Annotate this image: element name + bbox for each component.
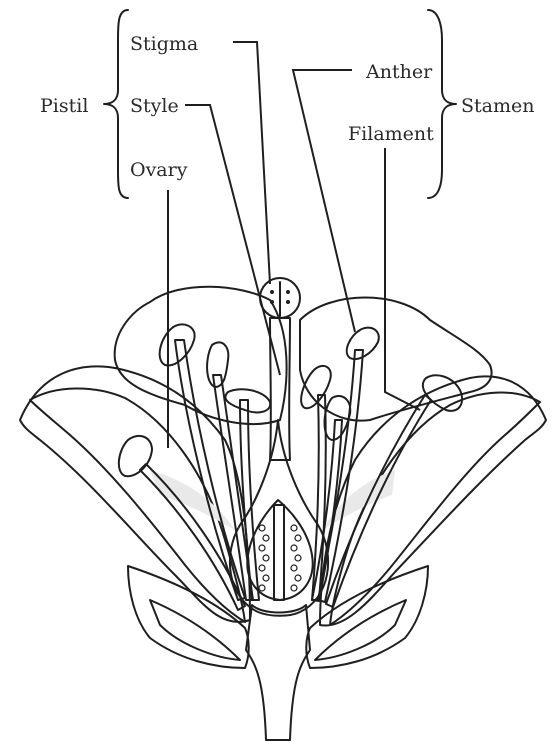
ovule — [291, 565, 297, 571]
ovary-label: Ovary — [130, 159, 188, 181]
ovule — [291, 585, 297, 591]
pistil — [230, 278, 328, 616]
anther-leader — [293, 70, 355, 332]
receptacle — [246, 605, 310, 740]
stamen-label: Stamen — [461, 95, 534, 117]
stigma-dot — [286, 300, 290, 304]
anther-2 — [207, 342, 228, 387]
base — [128, 566, 428, 740]
ovule — [295, 575, 301, 581]
back-petal-left — [115, 287, 287, 424]
stamen-brace — [428, 10, 456, 198]
ovule — [291, 545, 297, 551]
style-label: Style — [130, 95, 179, 117]
ovule — [263, 575, 269, 581]
ovule — [295, 555, 301, 561]
petal-right-inner — [330, 393, 540, 625]
ovule — [259, 525, 265, 531]
anther-label: Anther — [365, 61, 433, 83]
pistil-label: Pistil — [40, 95, 88, 117]
ovule — [263, 535, 269, 541]
pistil-brace — [104, 10, 128, 198]
filament-leader — [385, 148, 420, 410]
ovary-septum — [274, 505, 284, 600]
anther-4 — [119, 436, 152, 476]
style-leader — [185, 105, 280, 375]
ovules — [259, 525, 301, 591]
ovule — [291, 525, 297, 531]
stigma-label: Stigma — [130, 33, 198, 55]
stigma-dot — [286, 290, 290, 294]
stigma-leader — [233, 42, 270, 284]
ovule — [259, 545, 265, 551]
ovule — [259, 565, 265, 571]
stigma-dot — [270, 300, 274, 304]
filament-label: Filament — [348, 123, 434, 145]
ovule — [295, 535, 301, 541]
leader-lines — [168, 42, 420, 448]
ovule — [263, 555, 269, 561]
filament-3 — [240, 400, 259, 600]
stigma-dot — [270, 290, 274, 294]
ovule — [259, 585, 265, 591]
